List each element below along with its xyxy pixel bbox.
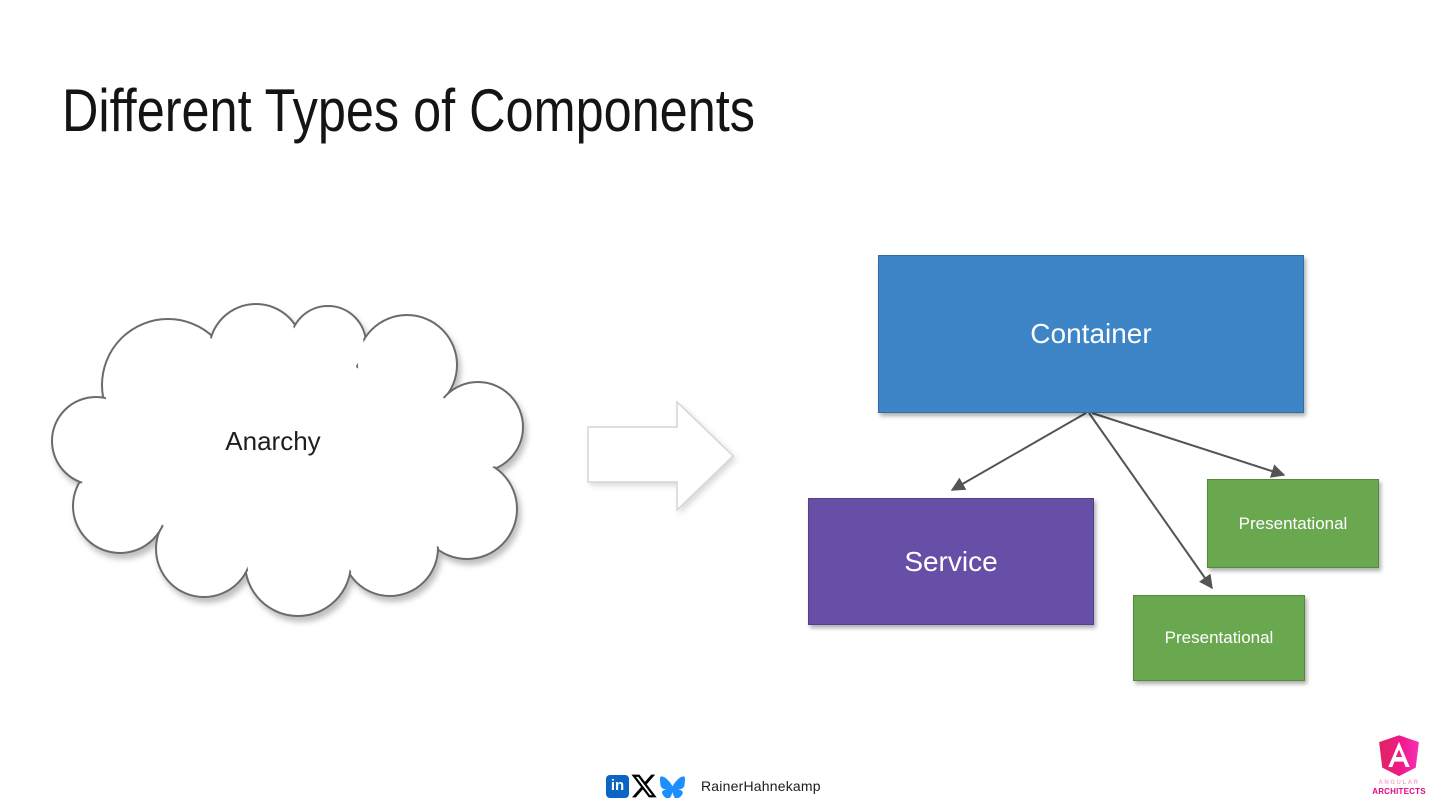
cloud-label: Anarchy	[225, 426, 320, 456]
service-box: Service	[808, 498, 1094, 625]
social-handle: RainerHahnekamp	[701, 778, 821, 794]
logo-line-angular: ANGULAR	[1378, 780, 1420, 786]
bluesky-icon	[659, 775, 686, 798]
slide-title: Different Types of Components	[62, 77, 755, 144]
logo-line-architects: ARCHITECTS	[1372, 787, 1426, 796]
connector-arrows	[950, 412, 1286, 590]
footer: in RainerHahnekamp	[606, 770, 821, 802]
transition-arrow-icon	[587, 400, 735, 512]
container-box: Container	[878, 255, 1304, 413]
anarchy-cloud: Anarchy	[51, 303, 524, 617]
presentational-box-2-label: Presentational	[1164, 628, 1274, 647]
presentational-box-2: Presentational	[1133, 595, 1305, 681]
service-box-label: Service	[904, 545, 998, 577]
connector-container-presentational-2	[1088, 412, 1213, 590]
x-icon	[631, 774, 657, 798]
connector-container-service	[950, 412, 1087, 491]
container-box-label: Container	[1030, 318, 1152, 349]
angular-shield-icon	[1379, 735, 1419, 777]
connector-container-presentational-1	[1091, 412, 1286, 478]
linkedin-icon: in	[606, 774, 629, 798]
brand-logo: ANGULAR ARCHITECTS	[1365, 733, 1433, 796]
presentational-box-1-label: Presentational	[1238, 513, 1348, 533]
presentational-box-1: Presentational	[1207, 479, 1379, 568]
